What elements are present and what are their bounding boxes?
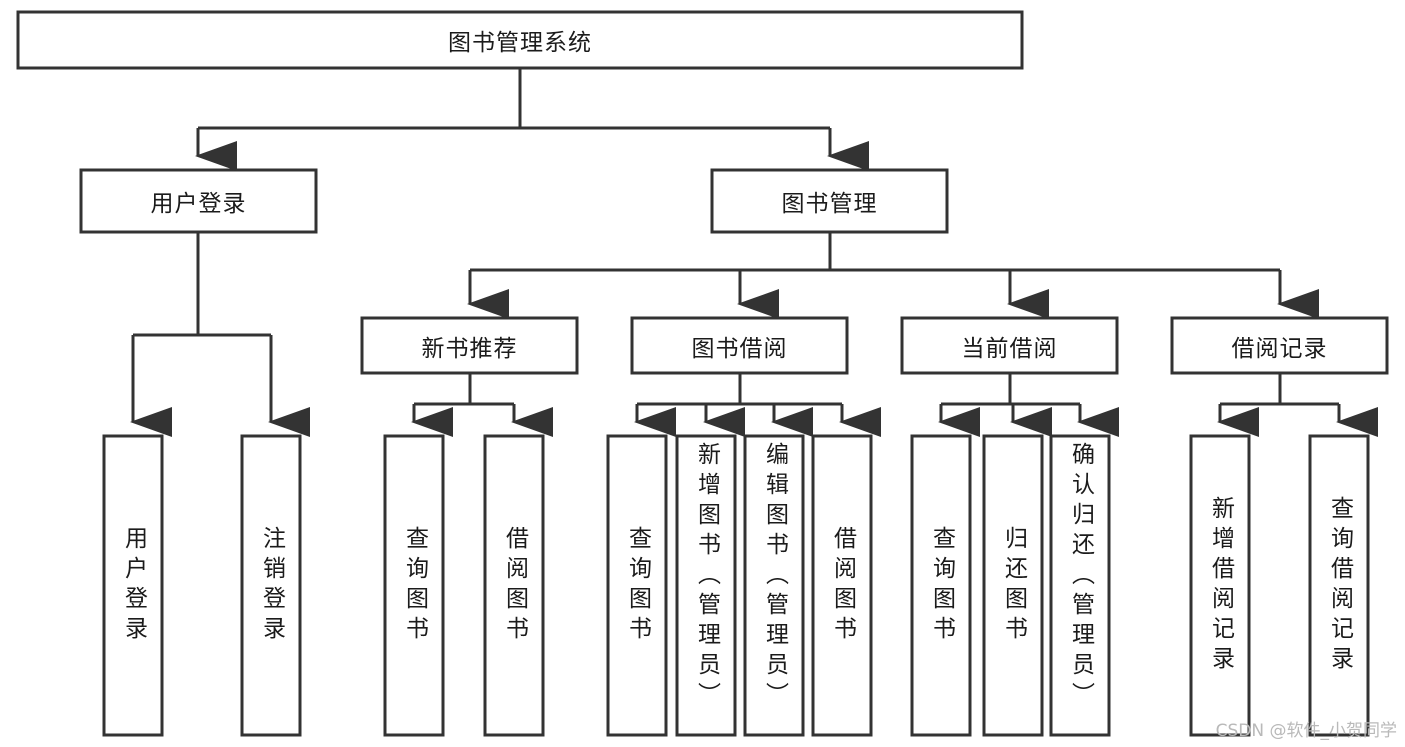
node-box-borrow-record[interactable] <box>1170 316 1389 375</box>
node-box-root[interactable] <box>16 10 1024 70</box>
leaf-box-8[interactable] <box>910 434 972 737</box>
leaf-box-2[interactable] <box>383 434 445 737</box>
node-box-current-borrow[interactable] <box>900 316 1119 375</box>
leaf-box-1[interactable] <box>240 434 302 737</box>
leaf-box-7[interactable] <box>811 434 873 737</box>
leaf-box-10[interactable] <box>1049 434 1111 737</box>
node-box-book-management[interactable] <box>710 168 949 234</box>
leaf-box-3[interactable] <box>483 434 545 737</box>
leaf-box-4[interactable] <box>606 434 668 737</box>
leaf-box-0[interactable] <box>102 434 164 737</box>
node-box-user-login[interactable] <box>79 168 318 234</box>
leaf-box-5[interactable] <box>675 434 737 737</box>
leaf-box-6[interactable] <box>743 434 805 737</box>
node-box-book-borrow[interactable] <box>630 316 849 375</box>
node-box-new-book-recommend[interactable] <box>360 316 579 375</box>
leaf-box-11[interactable] <box>1189 434 1251 737</box>
leaf-box-12[interactable] <box>1308 434 1370 737</box>
leaf-box-9[interactable] <box>982 434 1044 737</box>
